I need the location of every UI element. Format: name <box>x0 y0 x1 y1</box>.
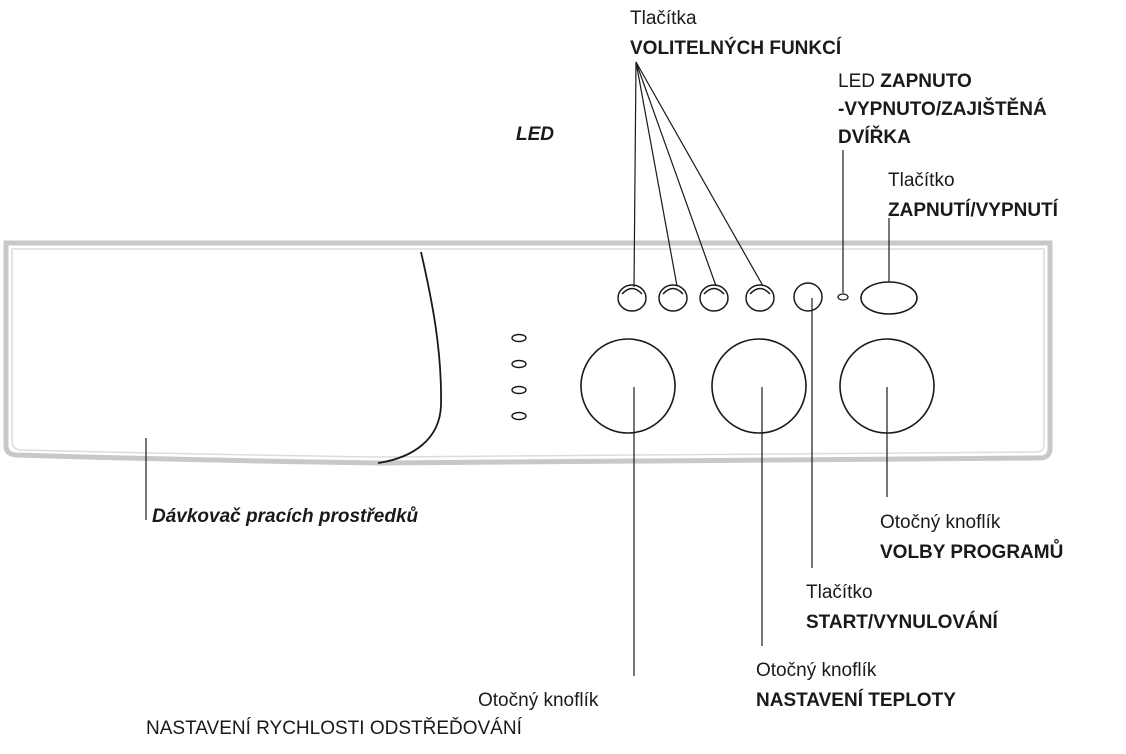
led-indicator-3 <box>511 385 527 395</box>
led-label: LED <box>516 124 554 145</box>
option-button-1[interactable] <box>617 284 647 312</box>
temperature-knob-label-line1: Otočný knoflík <box>756 660 877 681</box>
option-buttons-label: Tlačítka VOLITELNÝCH FUNKCÍ <box>630 8 841 60</box>
start-button-label-line2: START/VYNULOVÁNÍ <box>806 612 998 633</box>
option-button-2[interactable] <box>658 284 688 312</box>
temperature-knob-label-line2: NASTAVENÍ TEPLOTY <box>756 690 956 711</box>
start-button-label: Tlačítko START/VYNULOVÁNÍ <box>806 578 998 638</box>
power-button-label-line1: Tlačítko <box>888 170 955 191</box>
option-buttons-label-line1: Tlačítka <box>630 8 697 29</box>
option-buttons <box>617 284 775 312</box>
option-buttons-label-line2: VOLITELNÝCH FUNKCÍ <box>630 38 842 59</box>
detergent-dispenser <box>377 251 442 464</box>
start-button-label-line1: Tlačítko <box>806 582 873 603</box>
door-led-label-bold: ZAPNUTO <box>880 71 972 92</box>
power-button[interactable] <box>860 281 918 315</box>
door-led-label-prefix: LED <box>838 71 881 92</box>
led-indicator-2 <box>511 359 527 369</box>
leader-option-3 <box>635 61 717 287</box>
status-leds <box>511 333 527 421</box>
temperature-knob[interactable] <box>711 338 807 434</box>
program-knob-label: Otočný knoflík VOLBY PROGRAMŮ <box>880 508 1063 568</box>
leader-option-4 <box>635 61 764 287</box>
spin-knob-label-line2: NASTAVENÍ RYCHLOSTI ODSTŘEĎOVÁNÍ <box>146 718 522 739</box>
option-button-4[interactable] <box>745 284 775 312</box>
door-lock-led <box>837 293 849 301</box>
power-button-label-line2: ZAPNUTÍ/VYPNUTÍ <box>888 200 1058 221</box>
leader-lines <box>145 61 890 676</box>
door-led-label-line3: DVÍŘKA <box>838 127 911 148</box>
spin-knob-label-line1: Otočný knoflík <box>478 690 599 711</box>
spin-speed-knob[interactable] <box>580 338 676 434</box>
program-knob-label-line1: Otočný knoflík <box>880 512 1001 533</box>
leader-option-1 <box>633 61 637 288</box>
temperature-knob-label: Otočný knoflík NASTAVENÍ TEPLOTY <box>756 656 956 716</box>
detergent-dispenser-label: Dávkovač pracích prostředků <box>152 506 419 527</box>
door-led-label-line2: -VYPNUTO/ZAJIŠTĚNÁ <box>838 99 1047 120</box>
program-knob-label-line2: VOLBY PROGRAMŮ <box>880 542 1064 563</box>
leader-option-2 <box>635 61 678 287</box>
door-led-label: LED ZAPNUTO -VYPNUTO/ZAJIŠTĚNÁ DVÍŘKA <box>838 68 1047 152</box>
power-button-label: Tlačítko ZAPNUTÍ/VYPNUTÍ <box>888 166 1058 226</box>
led-indicator-1 <box>511 333 527 343</box>
option-button-3[interactable] <box>699 284 729 312</box>
led-indicator-4 <box>511 411 527 421</box>
start-reset-button[interactable] <box>793 282 823 312</box>
